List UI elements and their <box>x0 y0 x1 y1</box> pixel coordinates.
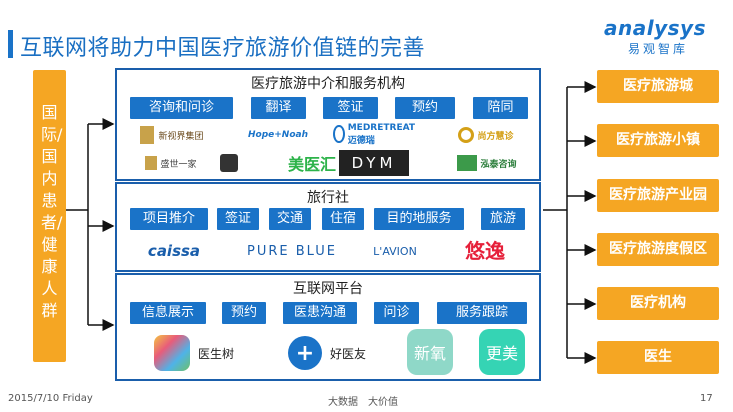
panel-title: 医疗旅游中介和服务机构 <box>251 76 405 92</box>
logo-mark-icon <box>458 127 475 143</box>
app-yishengshu: 医生树 <box>139 332 249 374</box>
destination-box: 医疗旅游产业园 <box>597 179 719 212</box>
chip: 咨询和问诊 <box>130 97 233 119</box>
audience-label: 国际/国内患者/健康人群 <box>41 103 63 320</box>
footer-date: 2015/7/10 Friday <box>8 393 93 404</box>
app-gengmei: 更美 <box>479 329 525 375</box>
chip: 目的地服务 <box>374 208 464 230</box>
brand-logo: analysys 易观智库 <box>604 16 722 62</box>
tree-app-icon <box>153 335 190 371</box>
app-xinyang: 新氧 <box>407 329 453 375</box>
chip: 问诊 <box>374 302 419 324</box>
chip: 预约 <box>222 302 266 324</box>
logo-medretreat: MEDRETREAT 迈德瑞 <box>333 122 423 146</box>
logo-meiyihui: 美医汇 <box>287 155 336 174</box>
logo-mark-icon <box>145 156 158 170</box>
panel-internet-platforms: 互联网平台 信息展示 预约 医患沟通 问诊 服务跟踪 医生树 + 好医友 新氧 … <box>115 273 541 381</box>
destination-box: 医疗机构 <box>597 287 719 320</box>
panel-intermediaries: 医疗旅游中介和服务机构 咨询和问诊 翻译 签证 预约 陪同 新视界集团 Hope… <box>115 68 541 181</box>
title-accent-bar <box>8 30 13 58</box>
page-title: 互联网将助力中国医疗旅游价值链的完善 <box>20 36 426 61</box>
chip: 预约 <box>395 97 455 119</box>
destination-box: 医疗旅游城 <box>597 70 719 103</box>
chip: 交通 <box>269 208 311 230</box>
logo-dym: DYM <box>339 150 409 176</box>
chip: 旅游 <box>481 208 525 230</box>
chip: 签证 <box>323 97 378 119</box>
panel-travel-agencies: 旅行社 项目推介 签证 交通 住宿 目的地服务 旅游 caissa PURE B… <box>115 182 541 272</box>
chip: 住宿 <box>322 208 364 230</box>
destination-box: 医疗旅游度假区 <box>597 233 719 266</box>
destination-box: 医疗旅游小镇 <box>597 124 719 157</box>
logo-youyi: 悠逸 <box>465 238 505 263</box>
logo-shangfang: 尚方慧诊 <box>447 124 525 146</box>
brand-name: analysys <box>604 16 706 40</box>
logo-shengshi: 盛世一家 <box>135 152 207 174</box>
app-haoyiyou: + 好医友 <box>277 332 377 374</box>
chip: 项目推介 <box>130 208 208 230</box>
chip: 翻译 <box>251 97 306 119</box>
medical-cross-icon: + <box>287 336 322 370</box>
footer-slogan: 大数据 大价值 <box>328 397 398 408</box>
logo-xinshijie: 新视界集团 <box>129 124 215 146</box>
logo-hope-noah: Hope+Noah <box>248 130 308 140</box>
logo-lavion: L'AVION <box>373 244 417 258</box>
destination-box: 医生 <box>597 341 719 374</box>
chip: 信息展示 <box>130 302 206 324</box>
logo-mark-icon <box>220 154 238 172</box>
logo-mark-icon <box>333 125 345 143</box>
logo-mark-icon <box>457 155 478 171</box>
page-number: 17 <box>700 393 713 404</box>
panel-title: 互联网平台 <box>293 281 363 297</box>
panel-title: 旅行社 <box>307 190 349 206</box>
logo-hongtai: 泓泰咨询 <box>447 152 527 174</box>
chip: 服务跟踪 <box>437 302 527 324</box>
audience-box: 国际/国内患者/健康人群 <box>33 70 66 362</box>
logo-mark-icon <box>140 126 155 144</box>
logo-caissa: caissa <box>147 242 201 260</box>
chip: 签证 <box>217 208 259 230</box>
brand-subtitle: 易观智库 <box>628 42 689 56</box>
chip: 陪同 <box>473 97 528 119</box>
chip: 医患沟通 <box>283 302 357 324</box>
logo-dark-mark <box>217 152 241 174</box>
logo-pure-blue: PURE BLUE <box>247 243 337 259</box>
